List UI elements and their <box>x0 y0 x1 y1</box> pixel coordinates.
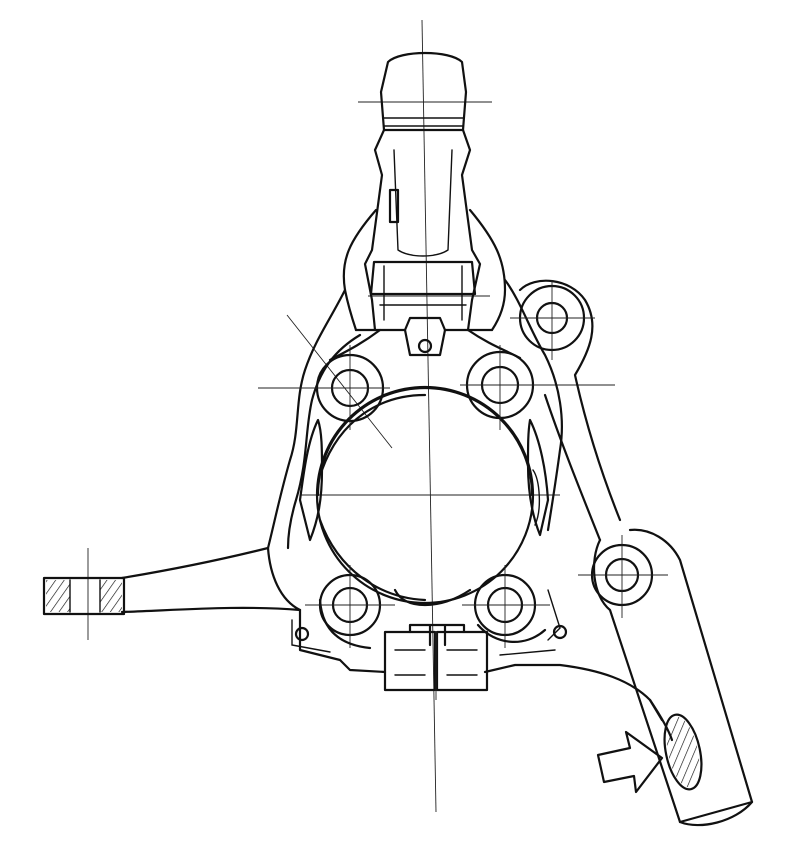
body-rib-right <box>526 418 550 537</box>
body-bottom-inner <box>291 619 556 656</box>
tie-rod-eye-hatch-right <box>100 580 122 612</box>
boss-upper-left <box>258 345 390 430</box>
centre-lines <box>87 19 615 813</box>
right-arm-outer <box>518 279 622 522</box>
steering-arm-left <box>42 546 310 642</box>
stem-flare-right <box>468 208 507 332</box>
right-bracket-line <box>547 589 561 641</box>
stem-top-cap <box>379 51 468 132</box>
right-arm-inner <box>543 393 602 542</box>
lever-arm-tip <box>678 800 754 827</box>
centre-line-leader <box>286 314 393 449</box>
boss-lower-right <box>462 565 550 648</box>
arm-left-upper-edge <box>120 546 270 580</box>
mounting-bosses <box>258 345 550 650</box>
centre-line-vertical-main <box>421 19 437 813</box>
knuckle-body <box>266 278 664 722</box>
upper-stem <box>342 51 507 332</box>
clamp-top-tee <box>408 623 466 647</box>
stem-inner-bore <box>393 149 453 257</box>
stem-flare-left <box>342 208 378 332</box>
direction-arrow <box>596 730 664 794</box>
stem-neck <box>363 128 482 332</box>
spine-small-bolt <box>417 338 433 354</box>
outline-arrow-right-icon <box>596 730 664 794</box>
lever-inner-line <box>648 698 674 742</box>
lever-hole-hatch <box>666 716 700 788</box>
tie-rod-eye <box>42 576 126 616</box>
caliper-arm-right <box>510 279 754 827</box>
hub-bore-lip <box>532 469 540 526</box>
stem-side-clip <box>388 188 400 224</box>
body-outline-left <box>266 288 347 550</box>
bottom-clamp-block <box>383 623 489 700</box>
arm-left-lower-edge <box>120 606 302 614</box>
spine-stud <box>403 328 447 357</box>
boss-ring-lower <box>318 588 547 650</box>
stem-collar-inner <box>379 265 467 321</box>
arm-left-small-bolt <box>294 626 310 642</box>
clamp-right-half <box>435 630 489 692</box>
lever-arm <box>593 528 754 824</box>
body-rib-left <box>298 418 324 542</box>
body-outline-right <box>503 278 563 532</box>
stem-collar <box>369 260 477 296</box>
boss-lower-arm <box>578 535 668 618</box>
clamp-left-half <box>383 630 437 692</box>
body-outline-bottom <box>266 546 664 722</box>
boss-upper-right <box>460 345 540 430</box>
boss-upper-arm <box>510 280 595 360</box>
tie-rod-eye-hatch-left <box>46 580 70 612</box>
boss-lower-left <box>305 565 395 648</box>
stem-base-flange <box>354 316 494 332</box>
lever-hole <box>663 713 703 791</box>
